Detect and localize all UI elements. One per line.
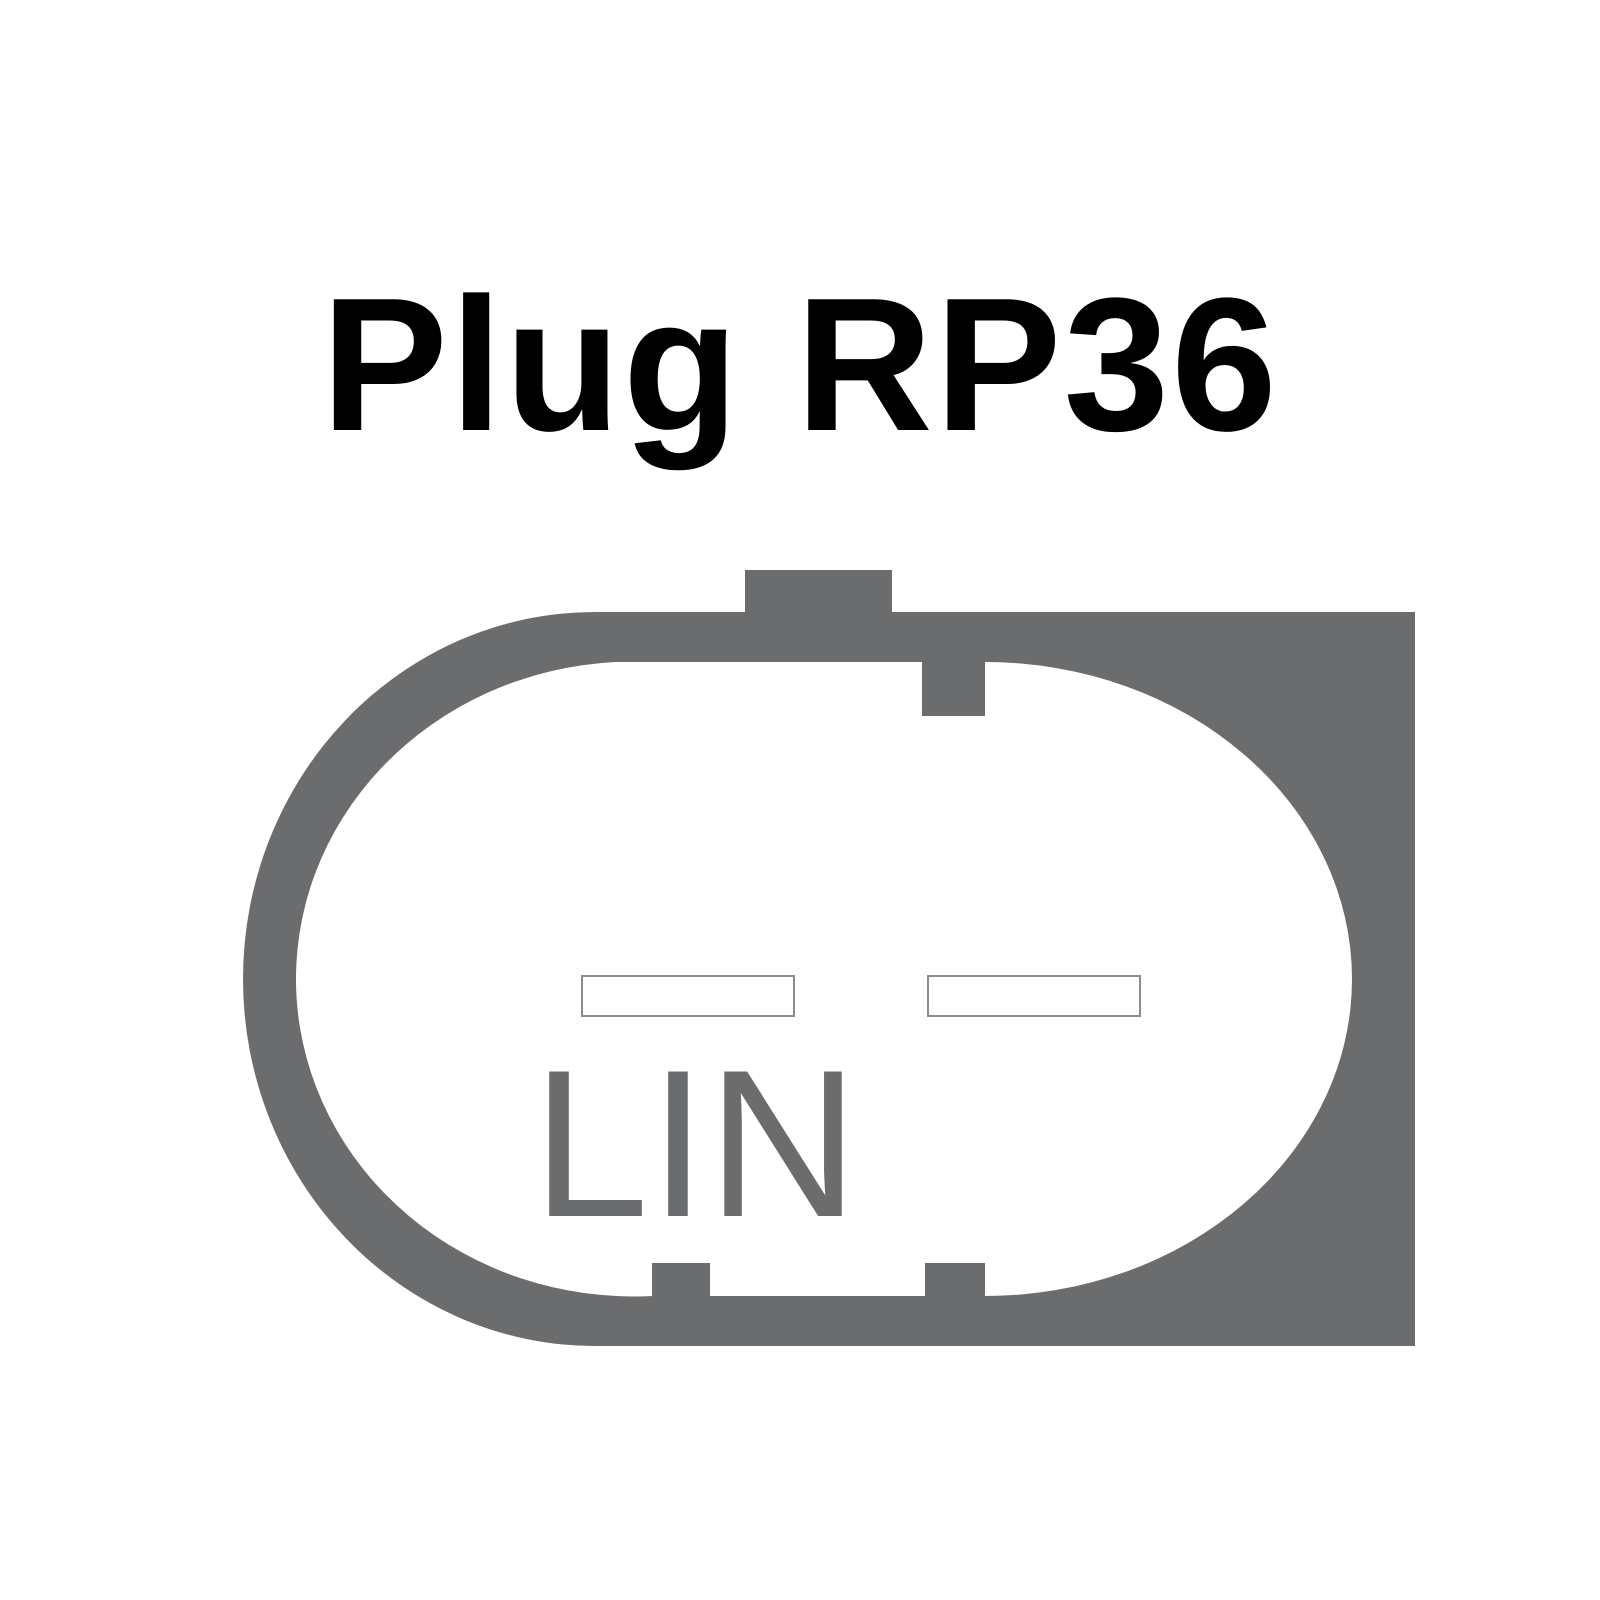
plug-housing [243, 570, 1415, 1346]
pin-label-lin: LIN [532, 1026, 859, 1261]
diagram-title: Plug RP36 [321, 259, 1279, 471]
pin-slot-1 [581, 975, 795, 1017]
pin-slot-2 [927, 975, 1141, 1017]
